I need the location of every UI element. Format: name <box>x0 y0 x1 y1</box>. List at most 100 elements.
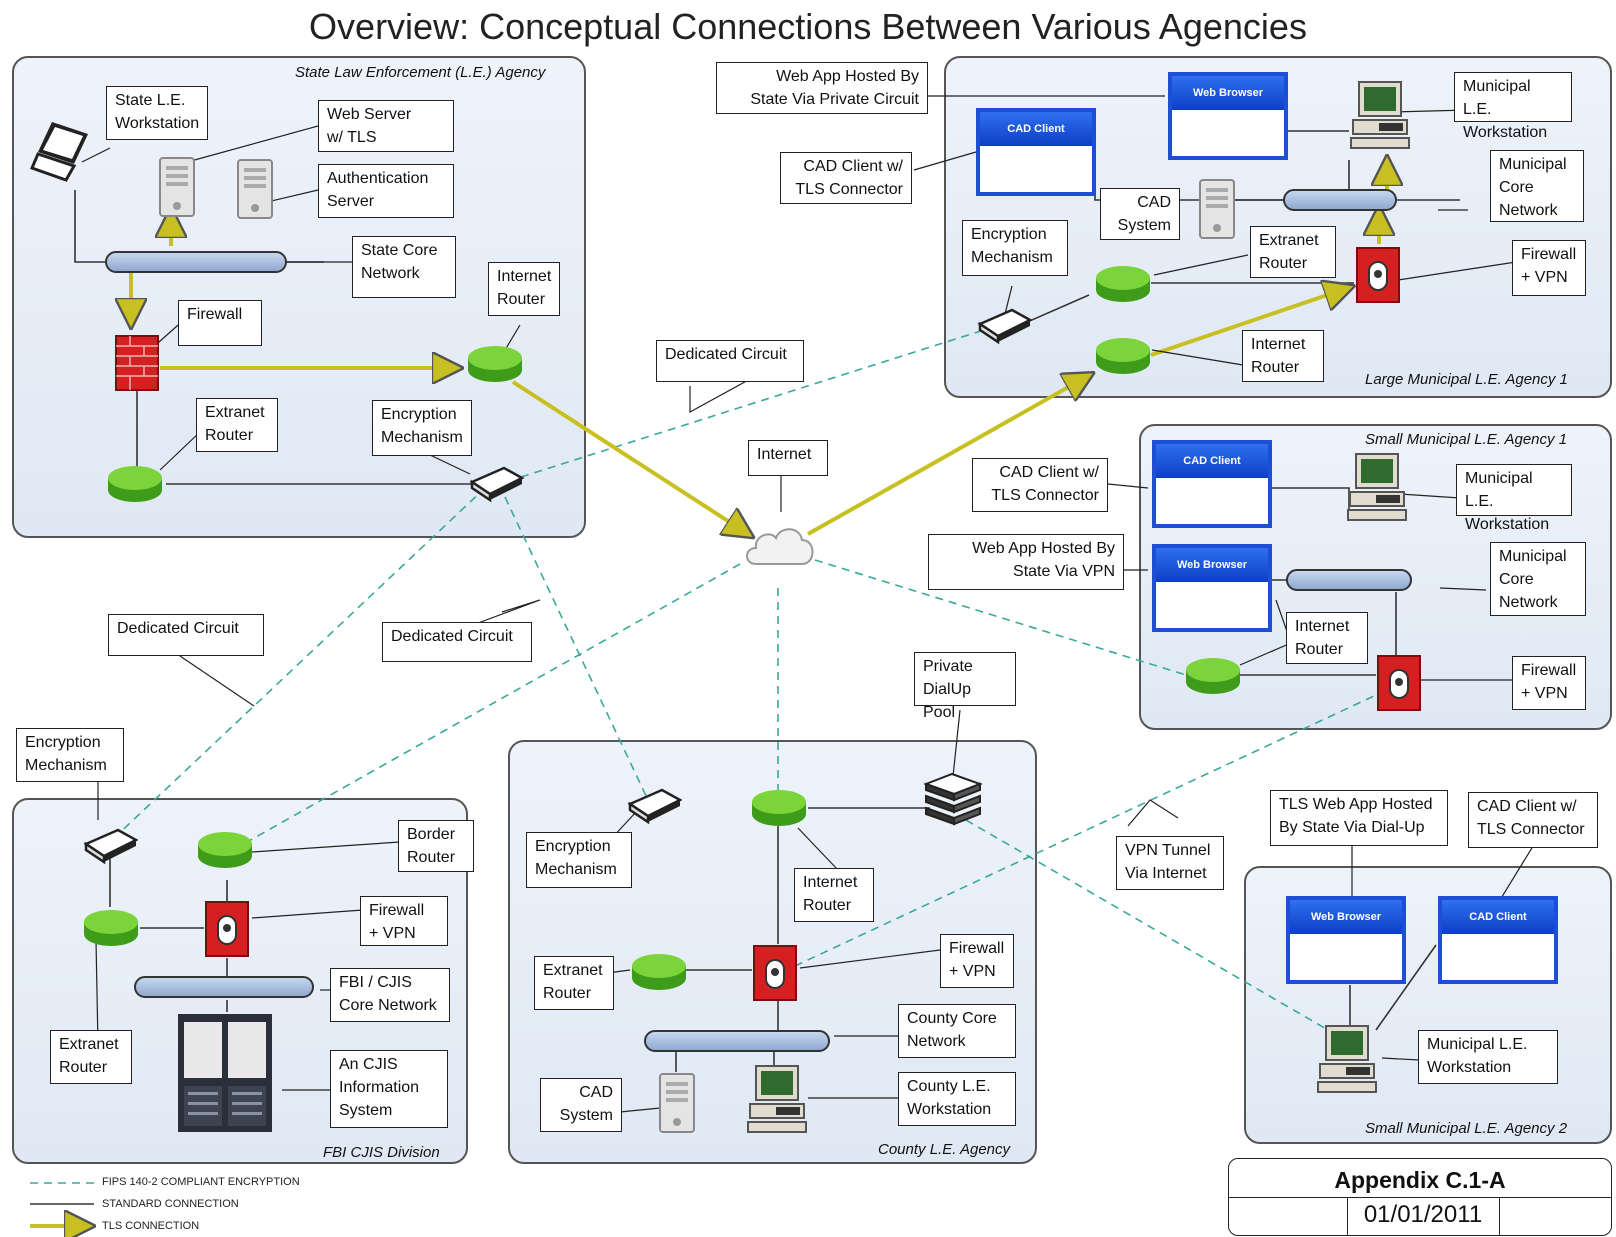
callout-state-workstation: State L.E. Workstation <box>106 86 208 140</box>
large-municipal-cad-client-window[interactable]: CAD Client <box>976 108 1096 196</box>
appendix-title: Appendix C.1-A <box>1334 1167 1506 1193</box>
callout-vpn-tunnel: VPN Tunnel Via Internet <box>1116 836 1224 890</box>
callout-county-encryption: Encryption Mechanism <box>526 832 632 888</box>
county-internet-router-icon <box>752 790 806 826</box>
large-municipal-firewall-vpn-icon <box>1356 247 1400 303</box>
link <box>111 486 487 841</box>
appendix-box: Appendix C.1-A 01/01/2011 <box>1228 1158 1612 1236</box>
callout-state-firewall: Firewall <box>178 300 262 346</box>
callout-state-encryption: Encryption Mechanism <box>372 400 472 456</box>
county-core-network-pipe <box>644 1030 830 1052</box>
legend-samples <box>30 1182 94 1226</box>
callout-internet: Internet <box>748 440 828 476</box>
state-core-network-pipe <box>105 251 287 273</box>
small-municipal-firewall-vpn-icon <box>1377 655 1421 711</box>
fbi-extranet-router-icon <box>84 910 138 946</box>
callout-large-municipal-workstation: Municipal L.E. Workstation <box>1454 72 1572 141</box>
appendix-divider <box>1347 1197 1348 1235</box>
callout-authentication-server: Authentication Server <box>318 164 454 218</box>
callout-county-dialup-pool: Private DialUp Pool <box>914 652 1016 721</box>
link <box>520 329 985 478</box>
zone-label-large-municipal: Large Municipal L.E. Agency 1 <box>1365 371 1568 388</box>
large-municipal-web-browser-window[interactable]: Web Browser <box>1168 72 1288 160</box>
small-municipal-1-cad-client-window[interactable]: CAD Client <box>1152 440 1272 528</box>
cad-system-server-icon <box>1199 179 1235 239</box>
link <box>239 563 741 847</box>
callout-small-municipal-1-internet-router: Internet Router <box>1286 612 1368 664</box>
callout-dedicated-circuit-2: Dedicated Circuit <box>108 614 264 656</box>
state-firewall-icon <box>115 335 159 391</box>
large-municipal-core-network-pipe <box>1283 189 1397 211</box>
authentication-server-icon <box>237 159 273 219</box>
county-cad-system-server-icon <box>659 1073 695 1133</box>
small-municipal-2-cad-client-window[interactable]: CAD Client <box>1438 896 1558 984</box>
callout-large-municipal-firewall: Firewall + VPN <box>1512 240 1586 296</box>
internet-cloud-icon <box>746 528 814 565</box>
callout-county-firewall: Firewall + VPN <box>940 934 1014 988</box>
callout-small-municipal-2-cad-client: CAD Client w/ TLS Connector <box>1468 792 1598 848</box>
callout-county-internet-router: Internet Router <box>794 868 874 922</box>
callout-county-workstation: County L.E. Workstation <box>898 1072 1016 1126</box>
callout-small-municipal-2-workstation: Municipal L.E. Workstation <box>1418 1030 1558 1084</box>
small-municipal-1-workstation-icon <box>1347 453 1407 521</box>
callout-large-municipal-internet-router: Internet Router <box>1242 330 1324 382</box>
county-workstation-icon <box>747 1065 807 1133</box>
callout-fbi-extranet-router: Extranet Router <box>50 1030 132 1084</box>
county-extranet-router-icon <box>632 954 686 990</box>
fbi-core-network-pipe <box>134 976 314 998</box>
callout-small-municipal-1-cad-client: CAD Client w/ TLS Connector <box>972 458 1108 512</box>
callout-fbi-firewall: Firewall + VPN <box>360 896 448 946</box>
small-municipal-2-web-browser-window[interactable]: Web Browser <box>1286 896 1406 984</box>
callout-large-municipal-extranet-router: Extranet Router <box>1250 226 1336 278</box>
small-municipal-2-workstation-icon <box>1317 1025 1377 1093</box>
callout-large-municipal-encryption: Encryption Mechanism <box>962 220 1068 276</box>
callout-dedicated-circuit-1: Dedicated Circuit <box>656 340 804 382</box>
fbi-border-router-icon <box>198 832 252 868</box>
link <box>1375 944 1437 1031</box>
callout-small-municipal-1-workstation: Municipal L.E. Workstation <box>1456 464 1572 533</box>
callout-small-municipal-2-tls-web-app: TLS Web App Hosted By State Via Dial-Up <box>1270 790 1448 846</box>
callout-state-extranet-router: Extranet Router <box>196 398 278 452</box>
state-extranet-router-icon <box>108 466 162 502</box>
small-municipal-internet-router-icon <box>1186 658 1240 694</box>
legend-standard: STANDARD CONNECTION <box>102 1198 239 1210</box>
callout-state-core-network: State Core Network <box>352 236 456 298</box>
link <box>1268 487 1350 520</box>
legend-tls: TLS CONNECTION <box>102 1220 200 1232</box>
appendix-divider <box>1229 1197 1611 1198</box>
window-title: CAD Client <box>1156 444 1268 478</box>
callout-fbi-core-network: FBI / CJIS Core Network <box>330 968 450 1022</box>
link <box>74 190 105 263</box>
county-encryption-device-icon <box>627 788 682 825</box>
web-server-icon <box>159 157 195 217</box>
large-municipal-encryption-device-icon <box>977 308 1032 345</box>
laptop-icon <box>30 122 88 182</box>
small-municipal-1-web-browser-window[interactable]: Web Browser <box>1152 544 1272 632</box>
callout-county-extranet-router: Extranet Router <box>534 956 614 1010</box>
link <box>814 559 1187 676</box>
fbi-firewall-vpn-icon <box>205 901 249 957</box>
callout-fbi-encryption: Encryption Mechanism <box>16 728 124 782</box>
state-internet-router-icon <box>468 346 522 382</box>
small-municipal-core-network-pipe <box>1286 569 1412 591</box>
window-title: Web Browser <box>1172 76 1284 110</box>
callout-dedicated-circuit-3: Dedicated Circuit <box>382 622 532 662</box>
window-title: CAD Client <box>1442 900 1554 934</box>
large-municipal-workstation-icon <box>1350 81 1410 149</box>
callout-county-core-network: County Core Network <box>898 1004 1016 1058</box>
callout-small-municipal-1-web-app: Web App Hosted By State Via VPN <box>928 534 1124 590</box>
callout-large-municipal-cad-client: CAD Client w/ TLS Connector <box>780 152 912 204</box>
fbi-encryption-device-icon <box>83 828 138 865</box>
callout-county-cad-system: CAD System <box>540 1078 622 1132</box>
zone-label-state: State Law Enforcement (L.E.) Agency <box>295 64 546 81</box>
zone-label-small-municipal-1: Small Municipal L.E. Agency 1 <box>1365 431 1568 448</box>
link <box>807 376 1088 536</box>
link <box>1150 288 1348 357</box>
appendix-date: 01/01/2011 <box>1363 1201 1483 1228</box>
zone-label-county: County L.E. Agency <box>878 1141 1011 1158</box>
callout-fbi-border-router: Border Router <box>398 820 474 872</box>
link <box>794 695 1375 967</box>
dialup-pool-icon <box>923 772 983 826</box>
zone-label-fbi: FBI CJIS Division <box>323 1144 440 1161</box>
